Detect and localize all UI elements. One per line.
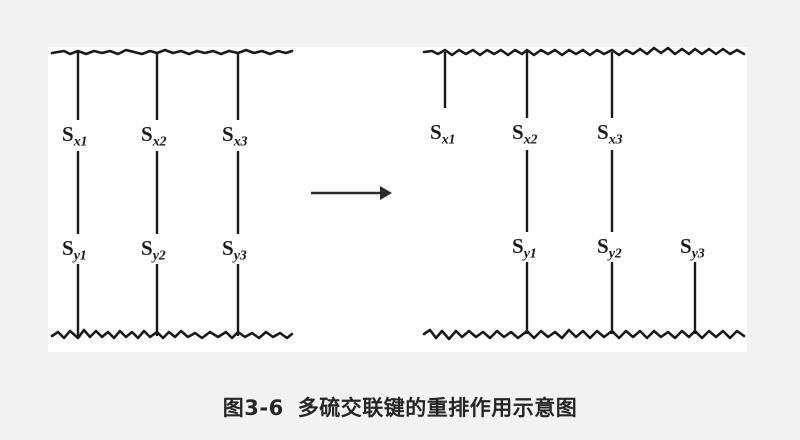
figure-caption-number: 图3-6 <box>222 396 284 420</box>
label-before-sx1: Sx1 <box>62 122 88 150</box>
label-after-sx1: Sx1 <box>430 120 456 148</box>
label-before-sx2: Sx2 <box>141 122 167 150</box>
label-before-sx3: Sx3 <box>222 122 248 150</box>
diagram-white-panel <box>48 47 747 352</box>
label-before-sy3: Sy3 <box>222 236 247 264</box>
figure-caption: 图3-6 多硫交联键的重排作用示意图 <box>0 392 800 422</box>
label-before-sy1: Sy1 <box>62 236 87 264</box>
label-before-sy2: Sy2 <box>141 236 166 264</box>
label-after-sy1: Sy1 <box>512 234 537 262</box>
label-after-sx3: Sx3 <box>597 120 623 148</box>
figure-caption-title: 多硫交联键的重排作用示意图 <box>297 396 578 420</box>
label-after-sy2: Sy2 <box>597 234 622 262</box>
label-after-sy3: Sy3 <box>680 234 705 262</box>
label-after-sx2: Sx2 <box>512 120 538 148</box>
